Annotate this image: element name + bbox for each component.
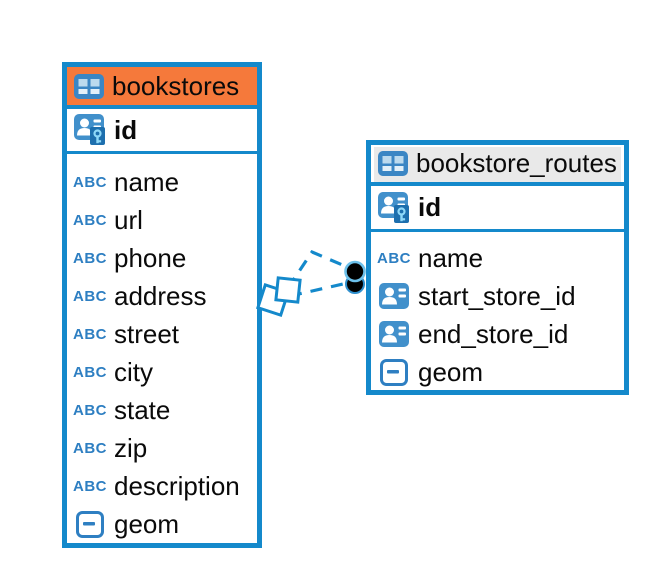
text-type-icon: ABC <box>73 249 107 267</box>
text-type-icon: ABC <box>73 173 107 191</box>
column-row-geom[interactable]: geom <box>377 353 624 391</box>
column-row-phone[interactable]: ABC phone <box>73 239 257 277</box>
column-name: state <box>114 394 171 425</box>
column-row-url[interactable]: ABC url <box>73 201 257 239</box>
column-row-zip[interactable]: ABC zip <box>73 429 257 467</box>
column-row-city[interactable]: ABC city <box>73 353 257 391</box>
table-bookstores[interactable]: bookstores id ABC <box>62 62 262 548</box>
column-name: url <box>114 204 143 235</box>
column-name: geom <box>114 508 180 539</box>
table-bookstore-routes-header[interactable]: bookstore_routes <box>371 145 624 186</box>
column-row-state[interactable]: ABC state <box>73 391 257 429</box>
table-icon <box>378 151 408 176</box>
table-title: bookstores <box>112 70 240 101</box>
primary-key-icon <box>377 191 411 225</box>
relationship-line-end-store[interactable] <box>289 280 353 298</box>
column-name: id <box>418 192 442 222</box>
column-row-id[interactable]: id <box>67 109 257 154</box>
geometry-type-icon <box>73 510 107 538</box>
foreign-key-icon <box>377 283 411 309</box>
relationship-line-start-store[interactable] <box>286 250 353 289</box>
column-name: street <box>114 318 180 349</box>
text-type-icon: ABC <box>73 401 107 419</box>
column-row-name[interactable]: ABC name <box>377 239 624 277</box>
column-row-geom[interactable]: geom <box>73 505 257 543</box>
column-row-id[interactable]: id <box>371 186 624 232</box>
foreign-key-icon <box>377 321 411 347</box>
column-row-address[interactable]: ABC address <box>73 277 257 315</box>
text-type-icon: ABC <box>73 363 107 381</box>
column-row-street[interactable]: ABC street <box>73 315 257 353</box>
one-side-marker[interactable] <box>344 260 366 294</box>
column-row-end-store-id[interactable]: end_store_id <box>377 315 624 353</box>
column-row-description[interactable]: ABC description <box>73 467 257 505</box>
column-name: zip <box>114 432 148 463</box>
column-name: description <box>114 470 240 501</box>
column-name: end_store_id <box>418 318 569 349</box>
table-title: bookstore_routes <box>416 148 617 178</box>
table-bookstore-routes[interactable]: bookstore_routes id ABC <box>366 140 629 395</box>
column-name: id <box>114 114 138 145</box>
table-icon <box>74 73 104 99</box>
text-type-icon: ABC <box>73 287 107 305</box>
text-type-icon: ABC <box>73 477 107 495</box>
geometry-type-icon <box>377 358 411 386</box>
column-name: name <box>114 166 180 197</box>
column-row-start-store-id[interactable]: start_store_id <box>377 277 624 315</box>
many-side-marker[interactable] <box>255 276 302 318</box>
column-name: address <box>114 280 207 311</box>
text-type-icon: ABC <box>73 325 107 343</box>
table-bookstores-header[interactable]: bookstores <box>67 67 257 109</box>
column-name: geom <box>418 356 484 387</box>
text-type-icon: ABC <box>73 439 107 457</box>
column-name: name <box>418 242 484 273</box>
table-bookstore-routes-columns: ABC name start_store_id <box>371 232 624 391</box>
column-name: city <box>114 356 153 387</box>
text-type-icon: ABC <box>377 249 411 267</box>
column-row-name[interactable]: ABC name <box>73 163 257 201</box>
primary-key-icon <box>73 113 107 147</box>
column-name: start_store_id <box>418 280 576 311</box>
column-name: phone <box>114 242 187 273</box>
text-type-icon: ABC <box>73 211 107 229</box>
table-bookstores-columns: ABC name ABC url ABC phone ABC address A… <box>67 154 257 543</box>
